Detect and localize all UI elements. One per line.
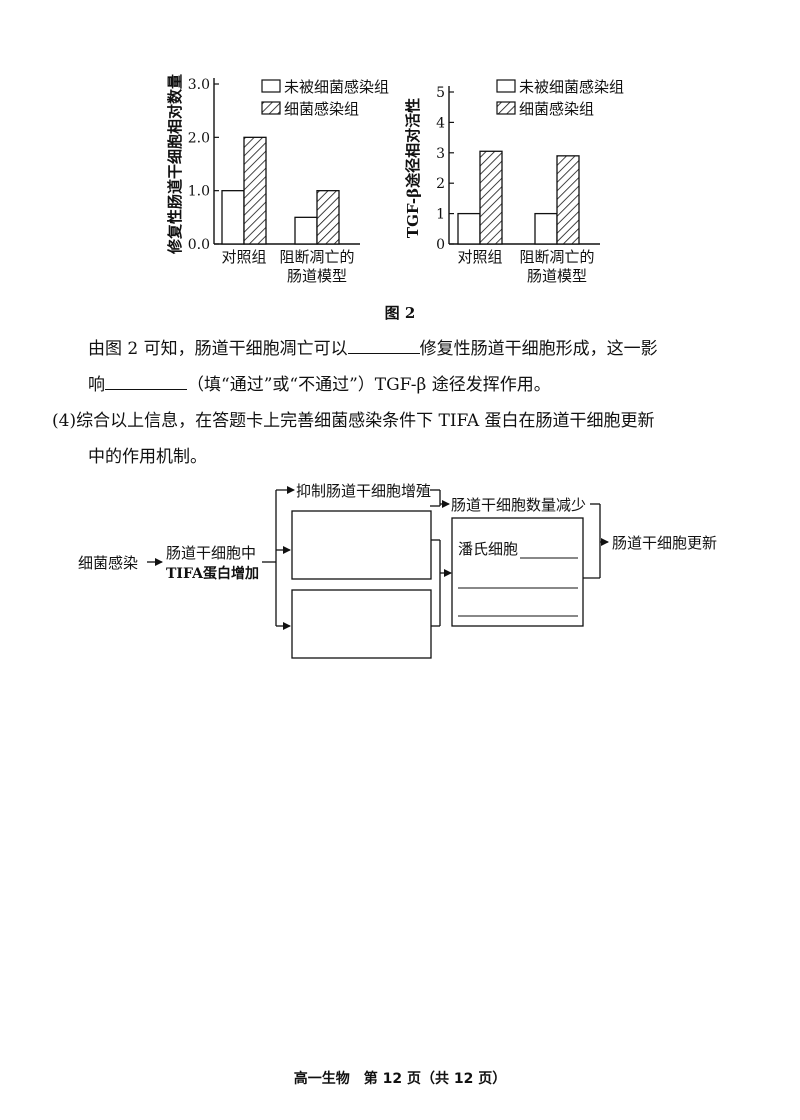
y-tick-label: 1.0 [188, 184, 210, 200]
question-4-line-1: (4)综合以上信息，在答题卡上完善细菌感染条件下 TIFA 蛋白在肠道干细胞更新 [52, 411, 655, 431]
y-axis-label: TGF-β途径相对活性 [404, 98, 422, 238]
answer-box-lower[interactable] [291, 589, 432, 659]
legend-swatch-infected [496, 101, 516, 115]
tifa-label-line1: 肠道干细胞中 [166, 544, 256, 562]
bar-uninfected [534, 212, 558, 245]
renew-label: 肠道干细胞更新 [612, 534, 717, 552]
category-label: 肠道模型 [527, 267, 587, 285]
paneth-box[interactable] [451, 517, 584, 627]
category-label: 对照组 [221, 248, 266, 266]
answer-box-upper[interactable] [291, 510, 432, 580]
start-label: 细菌感染 [78, 554, 138, 572]
figure-2-charts: 0.01.02.03.0修复性肠道干细胞相对数量对照组阻断凋亡的肠道模型未被细菌… [166, 74, 624, 285]
y-tick-label: 2.0 [188, 130, 210, 146]
category-label: 肠道模型 [287, 267, 347, 285]
y-tick-label: 3 [436, 146, 445, 162]
q3-text-d: （填“通过”或“不通过”）TGF-β 途径发挥作用。 [187, 375, 551, 395]
y-tick-label: 4 [436, 115, 445, 131]
question-4-line-2: 中的作用机制。 [88, 447, 207, 467]
legend-label-infected: 细菌感染组 [284, 100, 359, 118]
q3-text-b: 修复性肠道干细胞形成，这一影 [419, 339, 658, 359]
bar-infected [556, 155, 580, 245]
chart-repair-stem-cells: 0.0 1.0 2.0 3.0修复性肠道干细胞相对数量对照组阻断凋亡的肠道模型 未被细菌… [166, 74, 389, 285]
bar-infected [243, 136, 267, 245]
q3-text-c: 响 [88, 375, 105, 395]
figure-caption: 图 2 [384, 304, 416, 322]
chart-tgf-beta-activity: 0 1 2 3 4 5TGF-β途径相对活性对照组阻断凋亡的肠道模型 未被细菌感染组细菌感染… [404, 78, 624, 285]
category-label: 阻断凋亡的 [519, 248, 594, 266]
legend-label-infected: 细菌感染组 [519, 100, 594, 118]
inhibit-label: 抑制肠道干细胞增殖 [296, 482, 431, 500]
y-tick-label: 3.0 [188, 77, 210, 93]
legend-swatch-uninfected [261, 79, 281, 93]
y-axis-label: 修复性肠道干细胞相对数量 [166, 74, 184, 255]
mechanism-diagram: 细菌感染 肠道干细胞中 TIFA蛋白增加 抑制肠道干细胞增殖 肠道干细胞数量减少… [78, 482, 717, 659]
y-tick-label: 0 [436, 237, 445, 253]
y-tick-label: 5 [436, 85, 445, 101]
y-tick-label: 1 [436, 207, 445, 223]
answer-blank-1[interactable] [347, 339, 420, 354]
paneth-label: 潘氏细胞 [458, 540, 518, 558]
legend-label-uninfected: 未被细菌感染组 [519, 78, 624, 96]
bar-infected [316, 190, 340, 245]
answer-blank-2[interactable] [105, 375, 187, 390]
bar-uninfected [221, 190, 245, 245]
q3-text-a: 由图 2 可知，肠道干细胞凋亡可以 [88, 339, 348, 359]
legend-label-uninfected: 未被细菌感染组 [284, 78, 389, 96]
category-label: 阻断凋亡的 [279, 248, 354, 266]
bar-uninfected [294, 216, 318, 245]
legend-swatch-uninfected [496, 79, 516, 93]
bar-infected [479, 150, 503, 245]
tifa-label-line2: TIFA蛋白增加 [166, 565, 259, 582]
legend-swatch-infected [261, 101, 281, 115]
category-label: 对照组 [457, 248, 502, 266]
bar-uninfected [457, 212, 481, 245]
page-footer: 高一生物 第 12 页（共 12 页） [293, 1071, 507, 1087]
question-3-line-1: 由图 2 可知，肠道干细胞凋亡可以 修复性肠道干细胞形成，这一影 [88, 338, 658, 362]
decrease-label: 肠道干细胞数量减少 [451, 496, 586, 514]
y-tick-label: 2 [436, 176, 445, 192]
question-3-line-2: 响 （填“通过”或“不通过”）TGF-β 途径发挥作用。 [88, 374, 551, 398]
y-tick-label: 0.0 [188, 237, 210, 253]
